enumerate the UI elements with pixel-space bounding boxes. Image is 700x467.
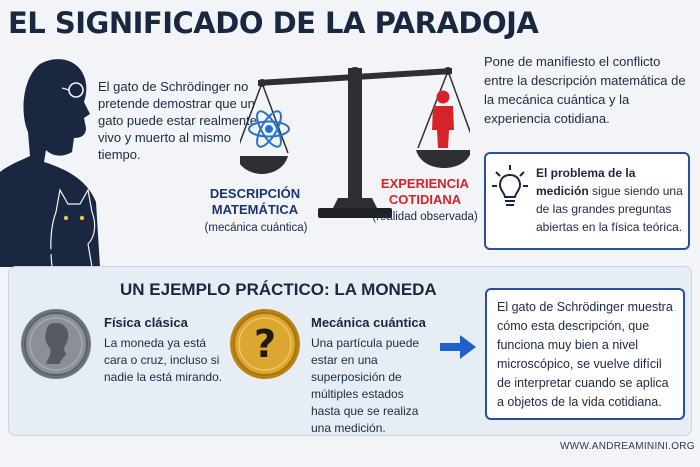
svg-text:?: ? (254, 322, 276, 366)
conflict-text: Pone de manifiesto el conflicto entre la… (484, 54, 686, 126)
quantum-mechanics-title: Mecánica cuántica (311, 315, 426, 330)
intro-text: El gato de Schrödinger no pretende demos… (98, 79, 257, 162)
quantum-mechanics-text: Una partícula puede estar en una superpo… (311, 336, 420, 435)
schrodinger-silhouette-icon (0, 59, 100, 267)
arrow-right-icon (440, 335, 476, 359)
gold-question-coin-icon: ? (230, 309, 300, 379)
measurement-problem-body: sigue siendo una de las grandes pregunta… (536, 184, 683, 234)
balance-scale-icon (240, 67, 470, 218)
person-icon (432, 90, 454, 148)
classical-physics-text: La moneda ya está cara o cruz, incluso s… (104, 336, 223, 384)
daily-experience-label: EXPERIENCIA COTIDIANA (380, 176, 470, 207)
silver-coin-icon (21, 309, 91, 379)
daily-experience-sublabel: (realidad observada) (372, 211, 478, 223)
conclusion-text: El gato de Schrödinger muestra cómo esta… (497, 300, 673, 409)
coin-example-title: UN EJEMPLO PRÁCTICO: LA MONEDA (120, 280, 437, 299)
footer-site: WWW.ANDREAMININI.ORG (560, 441, 695, 452)
conclusion-box: El gato de Schrödinger muestra cómo esta… (485, 288, 685, 420)
math-description-sublabel: (mecánica cuántica) (204, 222, 308, 234)
atom-icon (248, 110, 290, 148)
lightbulb-icon (492, 165, 528, 206)
measurement-problem-text: El problema de la medición sigue siendo … (536, 164, 686, 236)
page-title: EL SIGNIFICADO DE LA PARADOJA (8, 6, 539, 40)
classical-physics-title: Física clásica (104, 315, 188, 330)
measurement-problem-box: El problema de la medición sigue siendo … (484, 152, 690, 250)
measurement-problem-title: El problema de la medición (536, 166, 636, 198)
math-description-label: DESCRIPCIÓN MATEMÁTICA (209, 186, 301, 217)
